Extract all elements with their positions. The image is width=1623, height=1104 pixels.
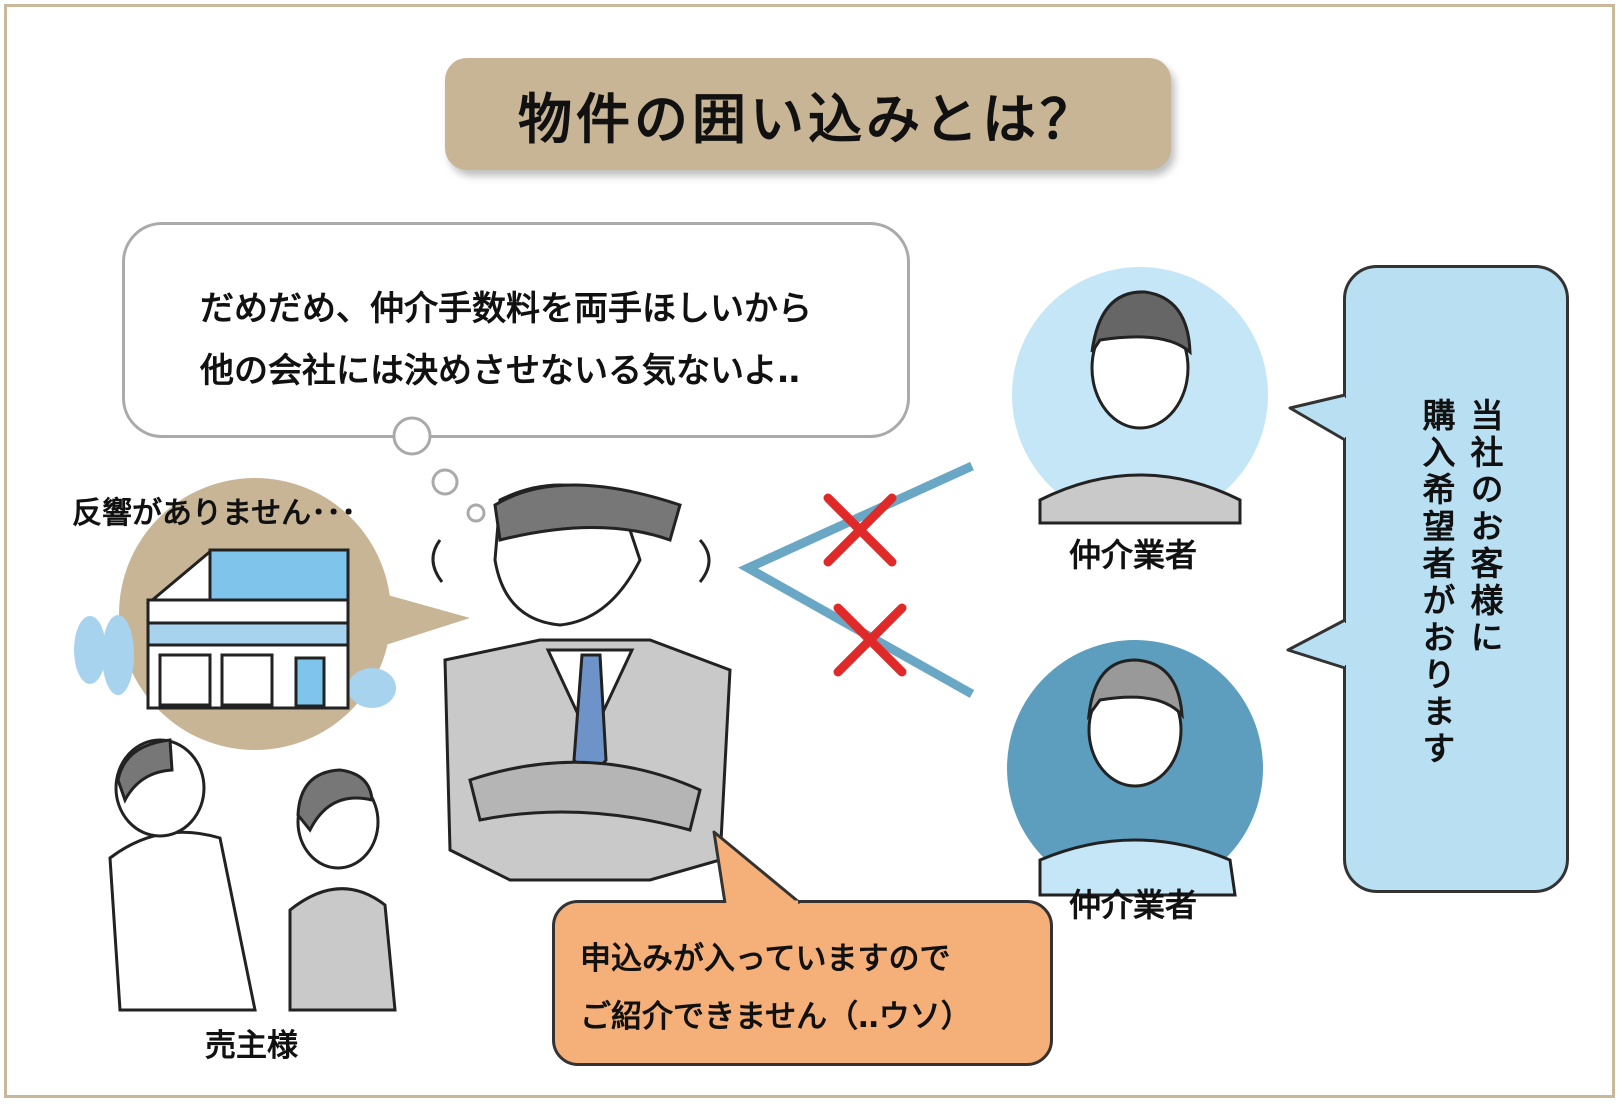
title-box: 物件の囲い込みとは？ [445,58,1171,170]
thought-dot-large [392,416,432,456]
seller-thought-text: 反響がありません･･･ [72,496,357,531]
broker-speech-col-2: 購入希望者がおります [1417,398,1456,768]
broker-avatar-icon [1007,267,1268,897]
cross-mark-icon [823,493,907,677]
broker-speech-col-1: 当社のお客様に [1465,398,1504,657]
thought-bubble-text: だめだめ、仲介手数料を両手ほしいから 他の会社には決めさせないる気ないよ‥ [200,278,812,402]
thought-bubble [122,222,910,438]
rejection-lines [738,461,975,698]
thought-dot-small [466,503,486,523]
seller-couple-icon [108,738,397,1012]
agent-speech-text: 申込みが入っていますので ご紹介できません（‥ウソ） [580,930,972,1046]
page-title: 物件の囲い込みとは？ [518,87,1098,151]
broker-label-bottom: 仲介業者 [1069,886,1198,924]
thought-line-2: 他の会社には決めさせないる気ないよ‥ [200,351,800,391]
seller-label: 売主様 [205,1028,298,1064]
thought-line-1: だめだめ、仲介手数料を両手ほしいから [200,289,812,329]
house-icon [74,478,470,750]
broker-speech-tail-top [1288,393,1346,442]
outer-frame [4,4,1615,1098]
broker-speech-bubble [1343,265,1569,893]
agent-figure-icon [443,483,732,882]
thought-dot-medium [431,468,459,496]
agent-speech-tail [712,830,801,905]
broker-speech-tail-bottom [1286,618,1346,670]
agent-speech-line-2: ご紹介できません（‥ウソ） [580,999,972,1035]
broker-label-top: 仲介業者 [1069,536,1198,574]
agent-speech-bubble [552,900,1053,1066]
agent-speech-line-1: 申込みが入っていますので [580,941,951,977]
